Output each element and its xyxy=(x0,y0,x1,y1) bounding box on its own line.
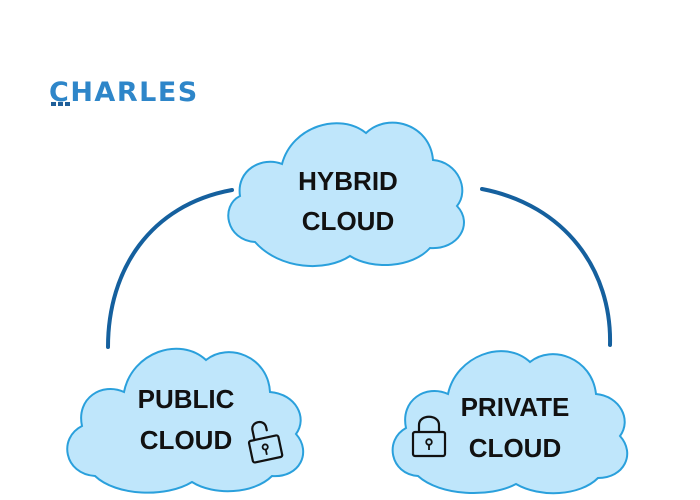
logo-wordmark: CHARLES xyxy=(49,77,199,108)
public-cloud-label-line2: CLOUD xyxy=(140,425,232,455)
private-cloud-shape xyxy=(391,350,629,495)
public-cloud-label-line1: PUBLIC xyxy=(138,384,235,414)
private-cloud-label-line1: PRIVATE xyxy=(461,392,570,422)
locked-padlock-icon xyxy=(411,415,447,458)
logo-stripes-icon xyxy=(51,102,70,106)
private-cloud: PRIVATE CLOUD xyxy=(391,350,629,495)
connector-left-arc xyxy=(106,188,234,349)
hybrid-cloud-shape xyxy=(227,121,465,267)
hybrid-cloud: HYBRID CLOUD xyxy=(227,121,465,267)
unlocked-padlock-icon xyxy=(247,420,284,464)
logo-initial: C xyxy=(49,77,70,108)
logo-rest: HARLES xyxy=(70,77,198,108)
public-cloud-shape xyxy=(66,347,305,494)
connector-right-arc xyxy=(480,187,613,347)
hybrid-cloud-label-line2: CLOUD xyxy=(302,206,394,236)
private-cloud-label-line2: CLOUD xyxy=(469,433,561,463)
logo: CHARLES xyxy=(49,77,199,108)
public-cloud: PUBLIC CLOUD xyxy=(66,347,305,494)
hybrid-cloud-label-line1: HYBRID xyxy=(298,166,398,196)
